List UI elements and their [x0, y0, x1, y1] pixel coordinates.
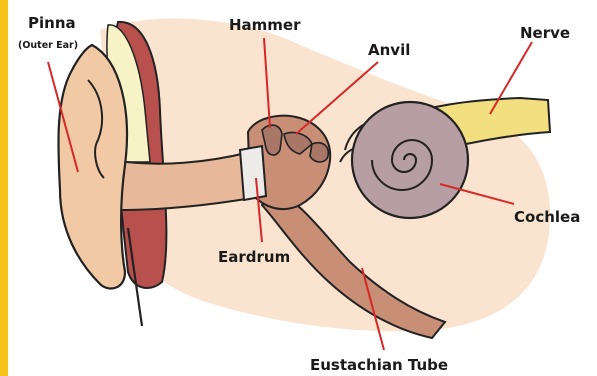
pinna-shape — [58, 45, 127, 288]
label-hammer: Hammer — [229, 16, 301, 34]
label-pinna-sub: (Outer Ear) — [18, 40, 78, 51]
label-eardrum: Eardrum — [218, 248, 290, 266]
label-cochlea: Cochlea — [514, 208, 580, 226]
label-nerve: Nerve — [520, 24, 570, 42]
eardrum-shape — [240, 146, 266, 200]
left-accent-strip — [0, 0, 8, 376]
stirrup-bone — [310, 143, 328, 162]
label-eustachian: Eustachian Tube — [310, 356, 448, 374]
label-anvil: Anvil — [368, 41, 410, 59]
label-pinna: Pinna — [28, 14, 76, 32]
cochlea-shape — [352, 102, 468, 218]
